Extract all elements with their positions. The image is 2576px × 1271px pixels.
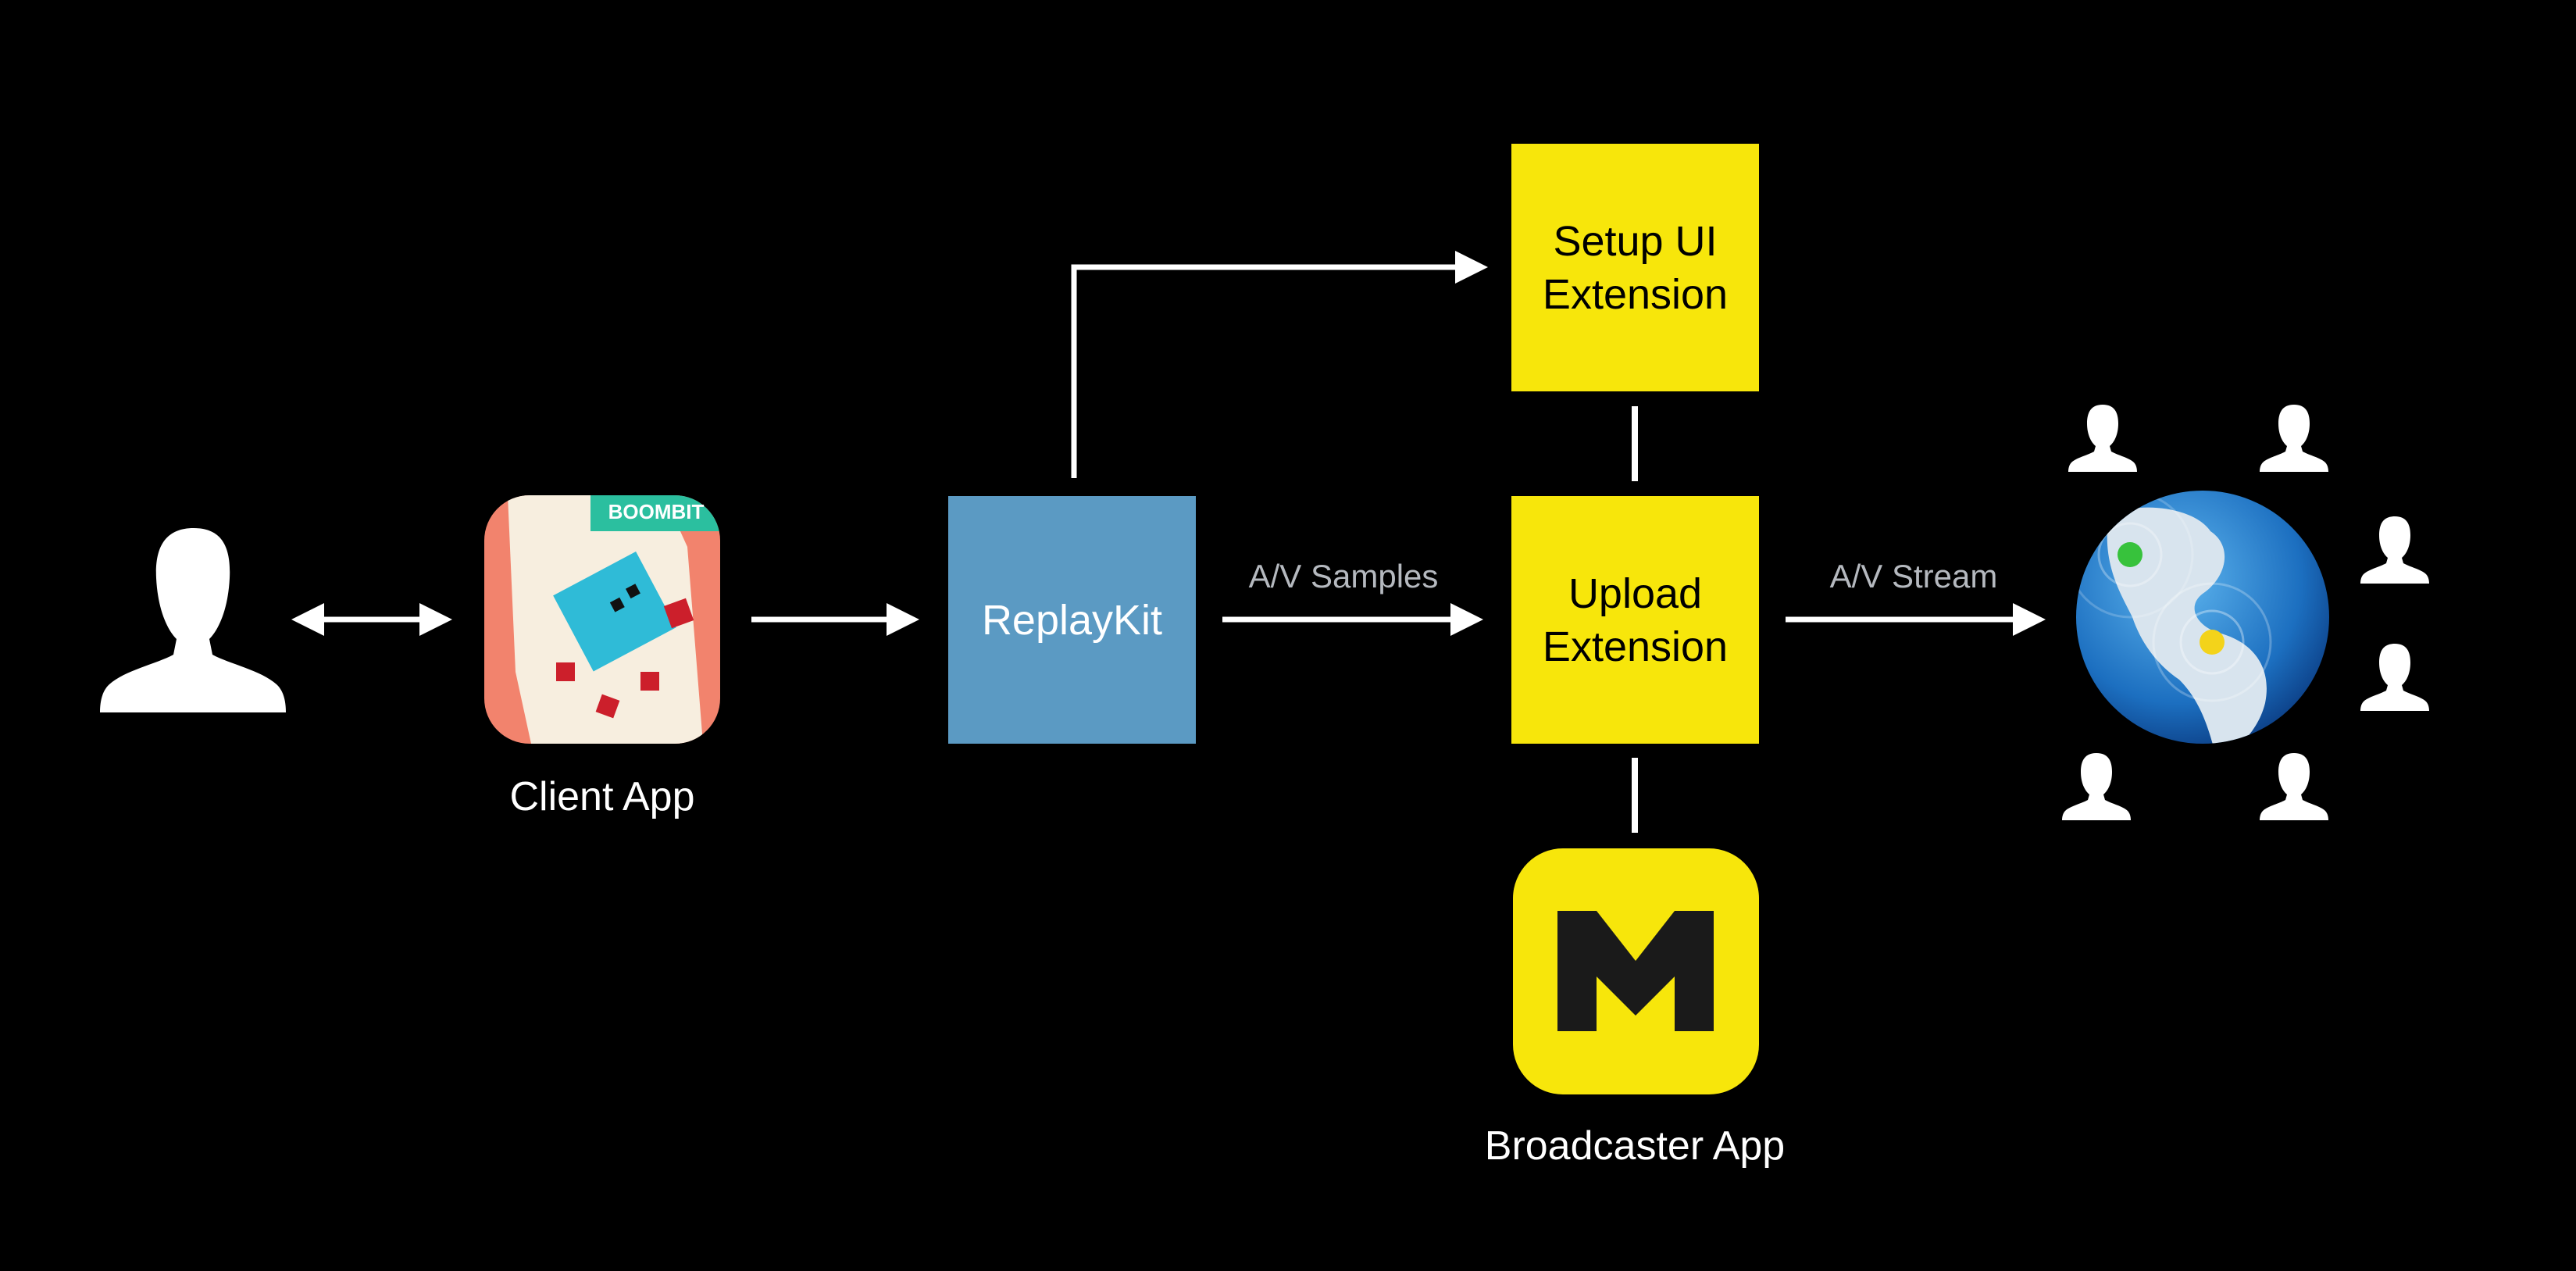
setup-ui-extension-box: Setup UI Extension (1511, 144, 1759, 391)
broadcaster-app-label: Broadcaster App (1484, 1123, 1786, 1169)
replaykit-label: ReplayKit (981, 596, 1163, 644)
upload-extension-label: Upload Extension (1542, 569, 1729, 670)
viewer-icon (2360, 516, 2429, 584)
arrow-replaykit-setup (1071, 251, 1488, 478)
upload-extension-box: Upload Extension (1511, 496, 1759, 744)
replaykit-box: ReplayKit (948, 496, 1196, 744)
viewer-icon (2068, 405, 2137, 472)
viewer-icon (2260, 753, 2328, 820)
client-app-label: Client App (509, 774, 695, 819)
setup-ui-extension-label: Setup UI Extension (1542, 217, 1729, 318)
viewer-icon (2360, 644, 2429, 711)
viewer-icon (2260, 405, 2328, 472)
av-stream-label: A/V Stream (1829, 558, 1998, 594)
viewer-icon (2062, 753, 2131, 820)
av-samples-label: A/V Samples (1248, 558, 1439, 594)
client-app-brand: BOOMBIT (608, 500, 705, 523)
globe-icon (2076, 491, 2329, 744)
